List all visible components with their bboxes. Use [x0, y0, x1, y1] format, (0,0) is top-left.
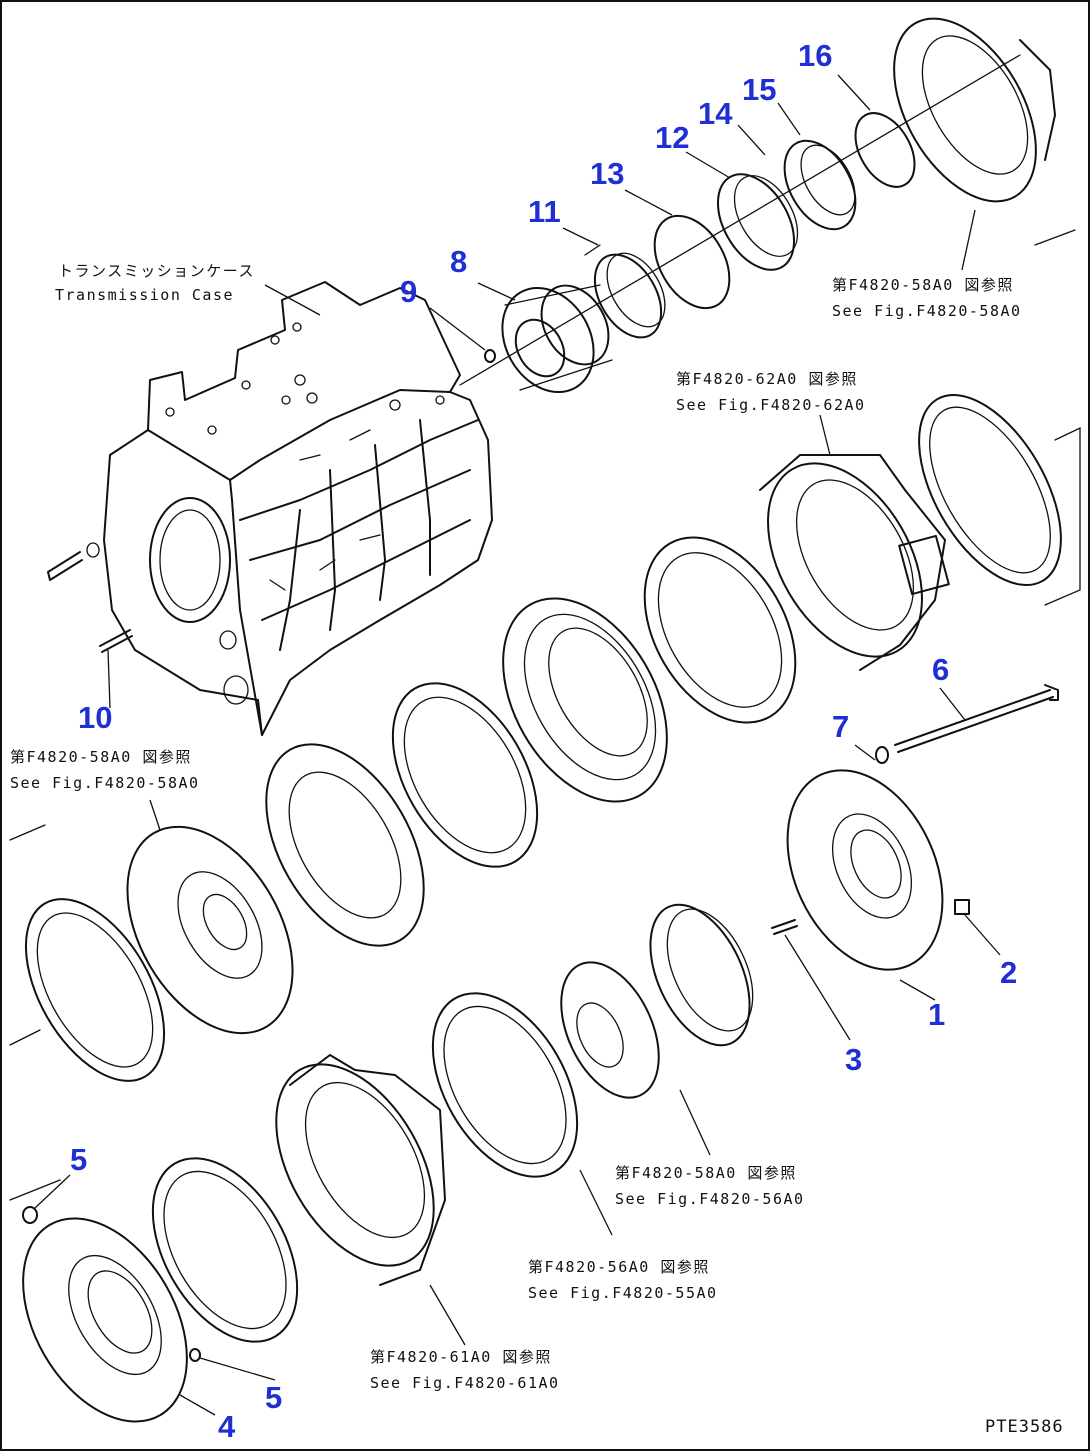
part-12-race[interactable] — [702, 161, 810, 283]
reference-4-en: See Fig.F4820-56A0 — [615, 1190, 805, 1208]
reference-6-en: See Fig.F4820-61A0 — [370, 1374, 560, 1392]
reference-6-jp: 第F4820-61A0 図参照 — [370, 1348, 552, 1366]
reference-3: 第F4820-58A0 図参照 See Fig.F4820-58A0 — [10, 748, 200, 792]
reference-4: 第F4820-58A0 図参照 See Fig.F4820-56A0 — [615, 1164, 805, 1208]
part-15-bearing[interactable] — [770, 128, 870, 241]
upper-axis-line — [459, 54, 1021, 386]
plate-55a0[interactable] — [403, 968, 607, 1201]
flange-58a0[interactable] — [93, 798, 326, 1062]
disc-plate[interactable] — [234, 717, 457, 973]
part-16-snap-ring[interactable] — [843, 103, 926, 197]
callout-1: 1 — [928, 997, 945, 1032]
part-4-cover[interactable] — [0, 1190, 221, 1451]
reference-3-en: See Fig.F4820-58A0 — [10, 774, 200, 792]
reference-3-jp: 第F4820-58A0 図参照 — [10, 748, 192, 766]
friction-plate-large[interactable] — [614, 511, 827, 749]
part-5-plug-lower[interactable] — [189, 1348, 201, 1362]
ring-plate-left[interactable] — [0, 824, 193, 1104]
reference-2: 第F4820-62A0 図参照 See Fig.F4820-62A0 — [676, 370, 866, 414]
part-13-snap-ring[interactable] — [639, 203, 744, 322]
callout-9: 9 — [400, 274, 417, 309]
reference-2-jp: 第F4820-62A0 図参照 — [676, 370, 858, 388]
callout-16: 16 — [798, 38, 832, 73]
reference-1-en: See Fig.F4820-58A0 — [832, 302, 1022, 320]
part-7-washer[interactable] — [875, 746, 889, 764]
reference-2-en: See Fig.F4820-62A0 — [676, 396, 866, 414]
reference-1: 第F4820-58A0 図参照 See Fig.F4820-58A0 — [832, 276, 1022, 320]
callout-6: 6 — [932, 652, 949, 687]
reference-1-jp: 第F4820-58A0 図参照 — [832, 276, 1014, 294]
drum-assembly[interactable] — [469, 570, 700, 831]
callout-11: 11 — [528, 194, 561, 229]
part-5-plug-upper[interactable] — [22, 1206, 38, 1224]
piston-ring-upper[interactable] — [890, 372, 1090, 609]
part-1-cover[interactable] — [757, 745, 973, 994]
separator-plate[interactable] — [363, 658, 567, 891]
callout-5-upper: 5 — [70, 1142, 87, 1177]
callout-14: 14 — [698, 96, 733, 131]
reference-6: 第F4820-61A0 図参照 See Fig.F4820-61A0 — [370, 1348, 560, 1392]
case-label-en: Transmission Case — [55, 286, 234, 304]
plate-lower[interactable] — [123, 1133, 327, 1366]
clutch-housing-62a0[interactable] — [736, 437, 954, 684]
part-9-plug[interactable] — [484, 349, 496, 363]
callout-4: 4 — [218, 1409, 236, 1444]
callout-13: 13 — [590, 156, 624, 191]
part-3-pin[interactable] — [771, 919, 798, 935]
callout-15: 15 — [742, 72, 776, 107]
reference-5: 第F4820-56A0 図参照 See Fig.F4820-55A0 — [528, 1258, 718, 1302]
reference-5-jp: 第F4820-56A0 図参照 — [528, 1258, 710, 1276]
callout-12: 12 — [655, 120, 689, 155]
transmission-case[interactable] — [47, 281, 493, 736]
housing-61a0[interactable] — [244, 1037, 467, 1293]
callout-8: 8 — [450, 244, 467, 279]
gear-hub[interactable] — [630, 889, 770, 1060]
leader-lines — [34, 74, 1001, 1416]
part-6-bolt[interactable] — [894, 684, 1059, 753]
reference-5-en: See Fig.F4820-55A0 — [528, 1284, 718, 1302]
callout-7: 7 — [832, 709, 849, 744]
reference-4-jp: 第F4820-58A0 図参照 — [615, 1164, 797, 1182]
part-2-plug[interactable] — [954, 899, 970, 915]
case-label-jp: トランスミッションケース — [58, 262, 255, 280]
upper-housing[interactable] — [865, 0, 1076, 246]
part-8-flange[interactable] — [484, 271, 622, 408]
part-11-bearing[interactable] — [581, 243, 677, 349]
drawing-code: PTE3586 — [985, 1417, 1064, 1437]
planet-carrier-58a0[interactable] — [542, 947, 679, 1113]
callout-3: 3 — [845, 1042, 862, 1077]
lower-axis-line — [9, 1179, 61, 1201]
callout-5-lower: 5 — [265, 1380, 282, 1415]
callout-2: 2 — [1000, 955, 1017, 990]
callout-10: 10 — [78, 700, 112, 735]
